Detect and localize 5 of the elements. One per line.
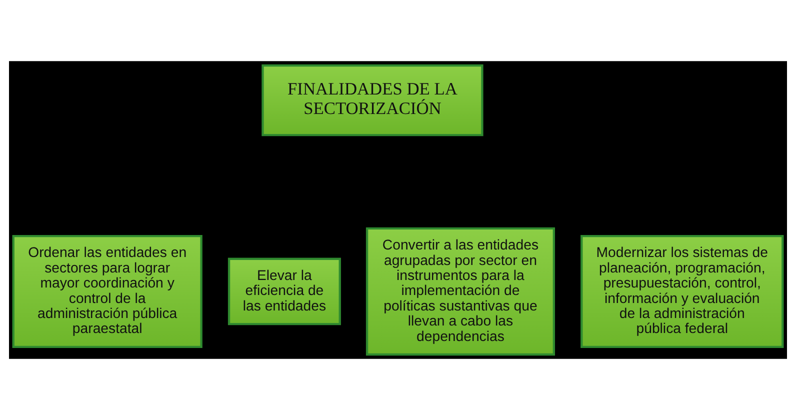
node-box: Convertir a las entidades agrupadas por sector en instrumentos para la implementación de políticas sustantivas que llevan a cabo las dependencias bbox=[365, 227, 555, 356]
node-box: FINALIDADES DE LA SECTORIZACIÓN bbox=[261, 64, 483, 136]
node-box: Modernizar los sistemas de planeación, programación, presupuestación, control, información y evaluación de la administración pública federal bbox=[580, 235, 784, 348]
node-box: Ordenar las entidades en sectores para lograr mayor coordinación y control de la administración pública paraestatal bbox=[12, 235, 202, 348]
node-box: Elevar la eficiencia de las entidades bbox=[227, 258, 340, 326]
